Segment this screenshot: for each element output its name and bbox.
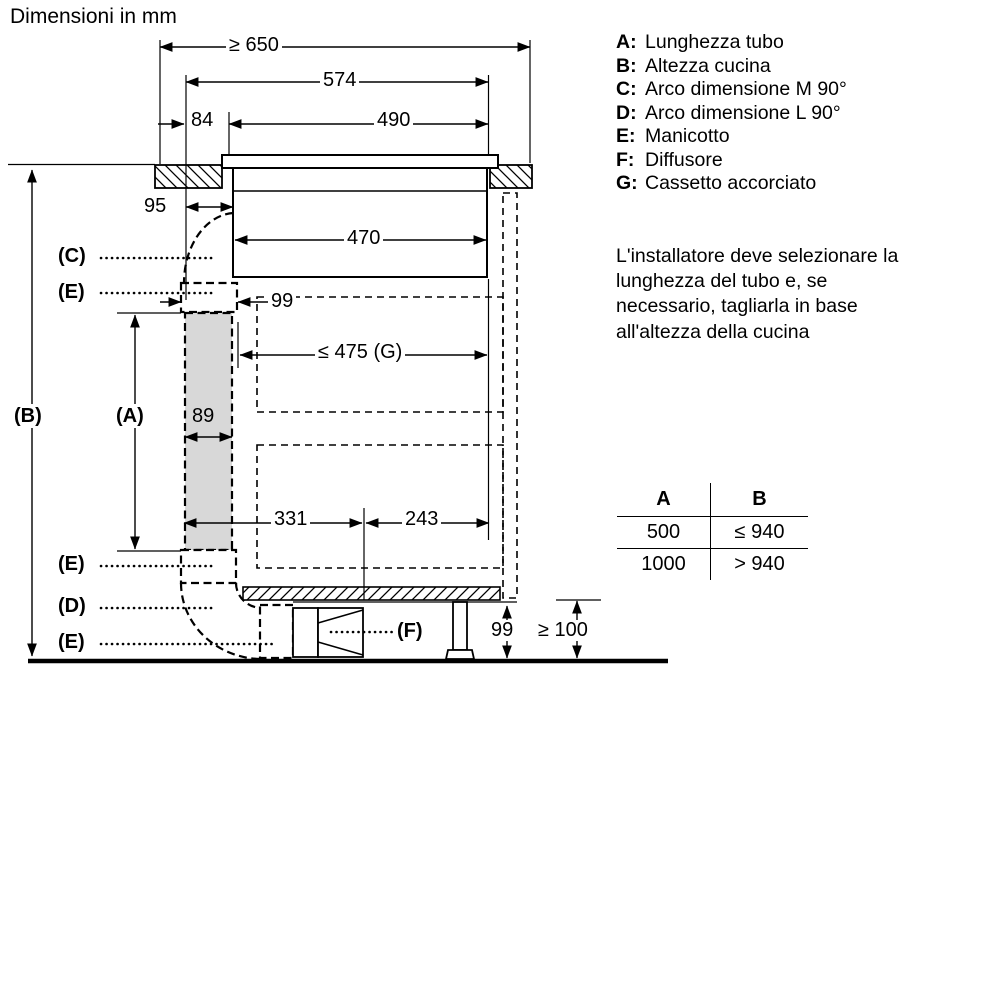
note-line: L'installatore deve selezionare la xyxy=(616,245,899,267)
tube-length-table: A B 500 ≤ 940 1000 > 940 xyxy=(617,483,808,580)
hob-glass-top xyxy=(221,154,499,169)
hob-body xyxy=(232,167,488,278)
label-diffusore-f: (F) xyxy=(397,620,423,642)
rear-air-channel xyxy=(502,192,518,599)
legend-item-g: G:Cassetto accorciato xyxy=(616,172,817,194)
dim-body-inner-width: 470 xyxy=(344,228,384,249)
page-title: Dimensioni in mm xyxy=(10,5,177,28)
dim-drawer-max-width: ≤ 475 (G) xyxy=(315,342,406,363)
bend-l-90-outer-arc xyxy=(179,582,263,661)
table-cell-b: > 940 xyxy=(734,553,785,575)
worktop-right xyxy=(489,164,533,189)
label-arco-l-d: (D) xyxy=(58,595,86,617)
dim-span-right: 243 xyxy=(402,509,442,530)
dim-offset-left: 84 xyxy=(191,109,214,131)
bend-m-90-arc xyxy=(182,211,234,284)
dim-gap-left: 95 xyxy=(144,195,167,217)
drawer-lower-outline xyxy=(256,444,504,569)
table-row: 1000 > 940 xyxy=(617,548,808,580)
legend: A:Lunghezza tubo B:Altezza cucina C:Arco… xyxy=(616,31,847,196)
dimension-lines xyxy=(27,42,582,659)
dim-plinth-min: ≥ 100 xyxy=(535,620,591,641)
sleeve-bottom xyxy=(179,548,238,585)
table-header-b: B xyxy=(710,483,808,517)
duct-tube xyxy=(183,311,234,552)
sleeve-horizontal xyxy=(258,603,295,660)
legend-item-a: A:Lunghezza tubo xyxy=(616,31,784,53)
cabinet-leg xyxy=(452,601,468,651)
label-lunghezza-tubo-a: (A) xyxy=(114,404,146,428)
dim-hob-total-width: 574 xyxy=(320,70,360,91)
dim-cutout-width: 490 xyxy=(374,110,414,131)
installer-note: L'installatore deve selezionare la lungh… xyxy=(616,244,898,345)
legend-item-e: E:Manicotto xyxy=(616,125,730,147)
diffuser-body xyxy=(317,607,364,658)
table-cell-b: ≤ 940 xyxy=(710,516,808,549)
legend-item-d: D:Arco dimensione L 90° xyxy=(616,101,841,124)
leader-lines xyxy=(99,256,395,646)
legend-item-c: C:Arco dimensione M 90° xyxy=(616,78,847,100)
legend-item-f: F:Diffusore xyxy=(616,148,723,171)
label-manicotto-e-mid: (E) xyxy=(58,553,85,575)
table-header-a: A xyxy=(617,483,711,517)
table-cell-a: 1000 xyxy=(617,548,711,580)
label-arco-m-c: (C) xyxy=(58,245,86,267)
dim-duct-width: 89 xyxy=(192,405,215,427)
dim-sleeve-top-width: 99 xyxy=(268,291,297,312)
dim-span-left: 331 xyxy=(271,509,311,530)
note-line: necessario, tagliarla in base xyxy=(616,295,858,318)
dim-worktop-min-width: ≥ 650 xyxy=(226,35,282,56)
dim-plinth-height: 99 xyxy=(488,620,517,641)
legend-item-b: B:Altezza cucina xyxy=(616,54,771,77)
note-line: all'altezza della cucina xyxy=(616,320,810,343)
cabinet-leg-foot xyxy=(444,649,476,660)
diffuser-neck xyxy=(292,607,319,658)
label-manicotto-e-bottom: (E) xyxy=(58,631,85,653)
table-row: 500 ≤ 940 xyxy=(617,516,808,549)
note-line: lunghezza del tubo e, se xyxy=(616,270,828,293)
worktop-left xyxy=(154,164,223,189)
cabinet-bottom-panel xyxy=(242,586,501,601)
diffuser-vane-top xyxy=(317,609,364,624)
label-manicotto-e-top: (E) xyxy=(58,281,85,303)
extension-lines xyxy=(117,40,601,601)
table-cell-a: 500 xyxy=(617,516,711,549)
diffuser-vane-bottom xyxy=(317,641,364,656)
label-altezza-cucina-b: (B) xyxy=(12,404,44,428)
sleeve-top xyxy=(179,281,239,314)
table-header-row: A B xyxy=(617,483,808,517)
